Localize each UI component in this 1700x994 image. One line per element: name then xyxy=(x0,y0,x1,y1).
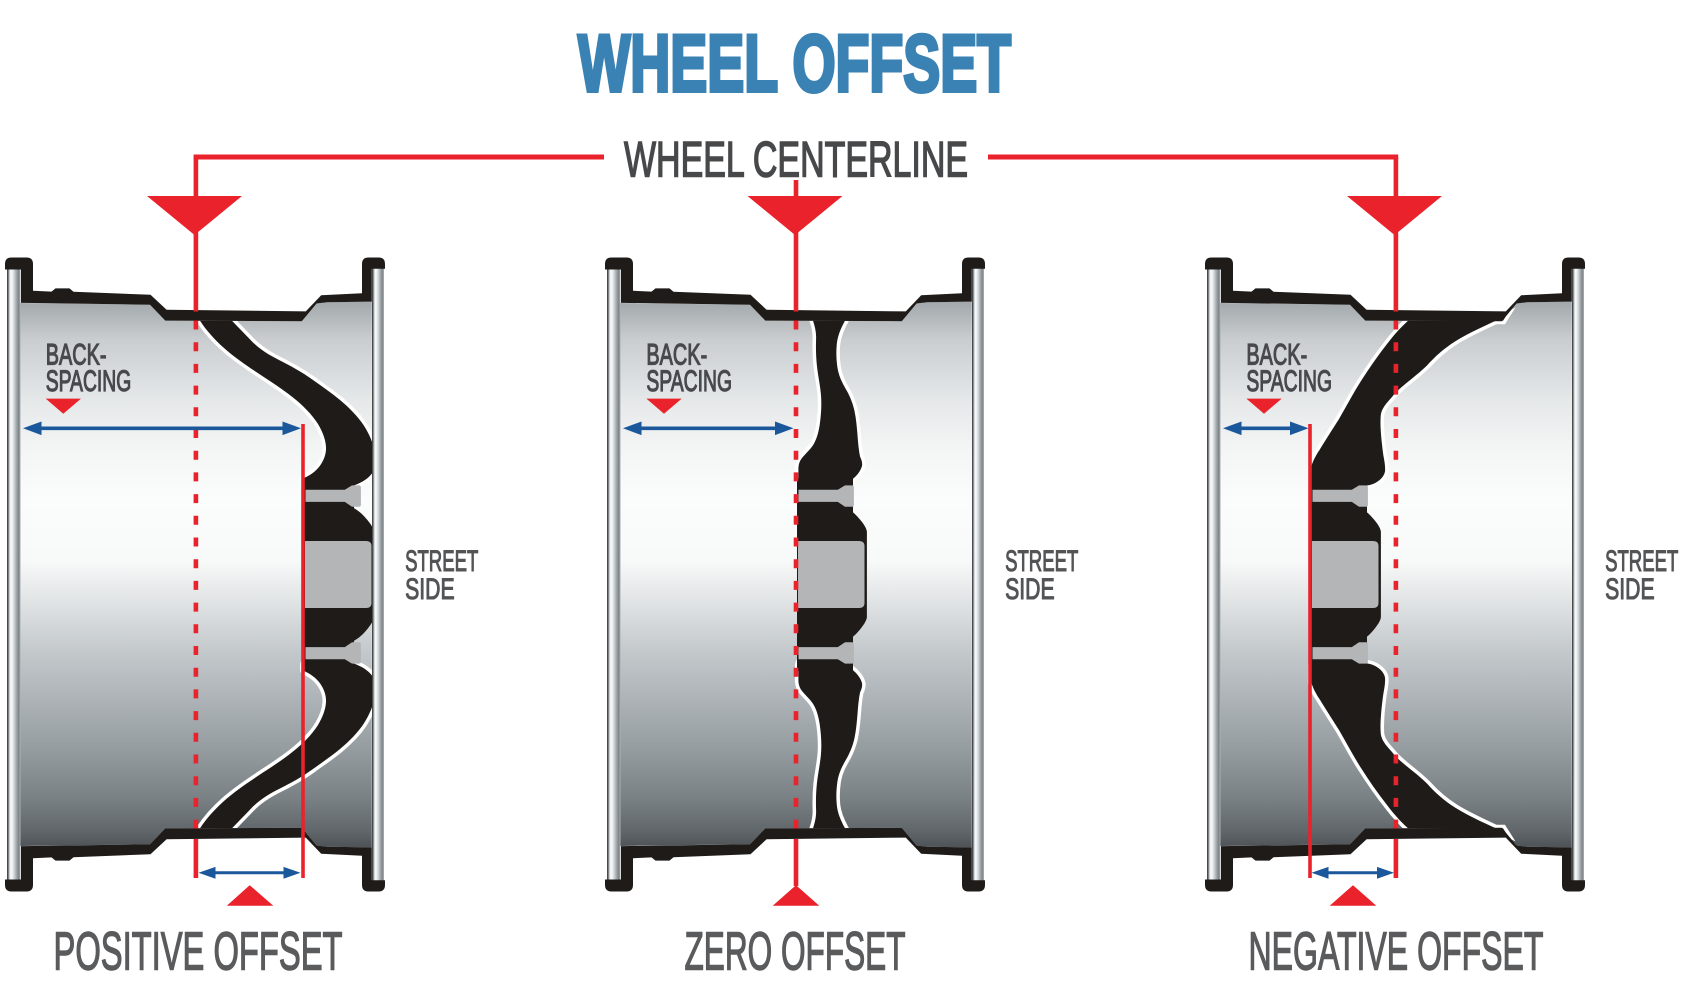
svg-text:SIDE: SIDE xyxy=(1005,573,1055,606)
svg-text:SPACING: SPACING xyxy=(46,365,132,398)
svg-text:ZERO OFFSET: ZERO OFFSET xyxy=(685,921,906,981)
svg-text:WHEEL OFFSET: WHEEL OFFSET xyxy=(578,19,1011,109)
svg-text:BACK-: BACK- xyxy=(46,339,107,372)
svg-text:STREET: STREET xyxy=(1605,545,1678,578)
svg-text:POSITIVE OFFSET: POSITIVE OFFSET xyxy=(54,921,343,981)
svg-text:SIDE: SIDE xyxy=(405,573,455,606)
svg-text:STREET: STREET xyxy=(1005,545,1078,578)
svg-text:STREET: STREET xyxy=(405,545,478,578)
svg-text:SIDE: SIDE xyxy=(1605,573,1655,606)
svg-text:SPACING: SPACING xyxy=(1246,365,1332,398)
svg-text:BACK-: BACK- xyxy=(646,339,707,372)
svg-text:SPACING: SPACING xyxy=(646,365,732,398)
svg-text:NEGATIVE OFFSET: NEGATIVE OFFSET xyxy=(1249,921,1544,981)
svg-text:BACK-: BACK- xyxy=(1246,339,1307,372)
svg-text:WHEEL CENTERLINE: WHEEL CENTERLINE xyxy=(624,132,968,188)
